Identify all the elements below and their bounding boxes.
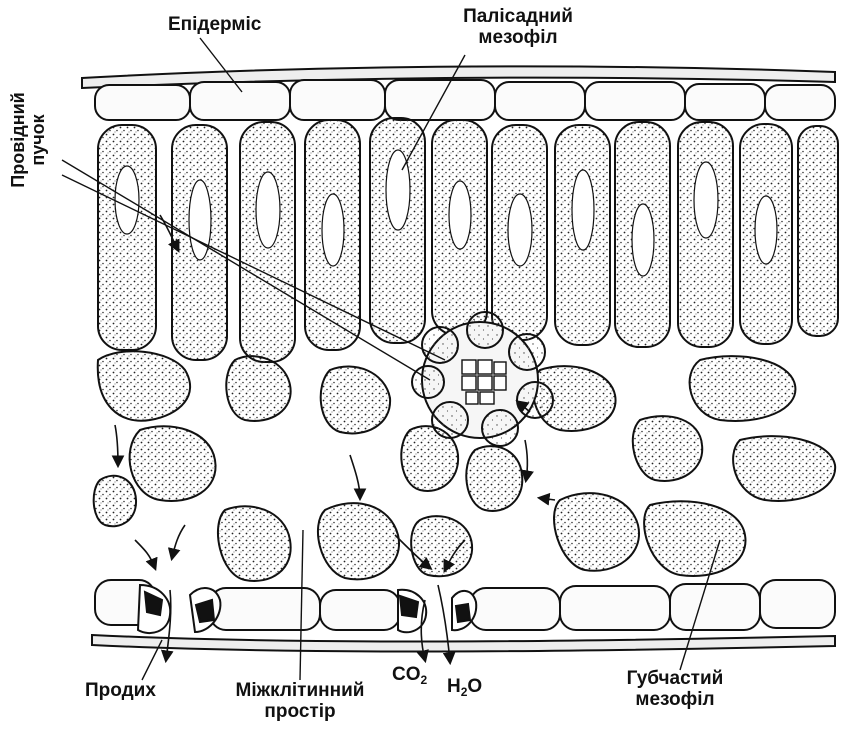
label-spongy-mesophyll: Губчастий мезофіл	[605, 668, 745, 710]
label-palisade-line1: Палісадний	[448, 6, 588, 27]
label-stoma: Продих	[85, 680, 156, 701]
h2o-text-o: O	[467, 676, 482, 697]
label-co2: CO2	[392, 664, 427, 691]
label-palisade-mesophyll: Палісадний мезофіл	[448, 6, 588, 48]
label-bundle-line1: Провідний	[8, 65, 28, 215]
label-intercellular-line1: Міжклітинний	[220, 680, 380, 701]
label-epidermis: Епідерміс	[168, 14, 261, 35]
label-intercellular-line2: простір	[220, 701, 380, 722]
h2o-text-h: H	[447, 676, 461, 697]
label-h2o: H2O	[447, 676, 482, 703]
label-intercellular-space: Міжклітинний простір	[220, 680, 380, 722]
label-vascular-bundle: Провідний пучок	[8, 65, 48, 215]
label-spongy-line2: мезофіл	[605, 689, 745, 710]
co2-subscript: 2	[421, 673, 428, 687]
label-palisade-line2: мезофіл	[448, 27, 588, 48]
upper-epidermis	[82, 66, 835, 120]
label-spongy-line1: Губчастий	[605, 668, 745, 689]
label-bundle-line2: пучок	[28, 65, 48, 215]
co2-text: CO	[392, 664, 421, 685]
